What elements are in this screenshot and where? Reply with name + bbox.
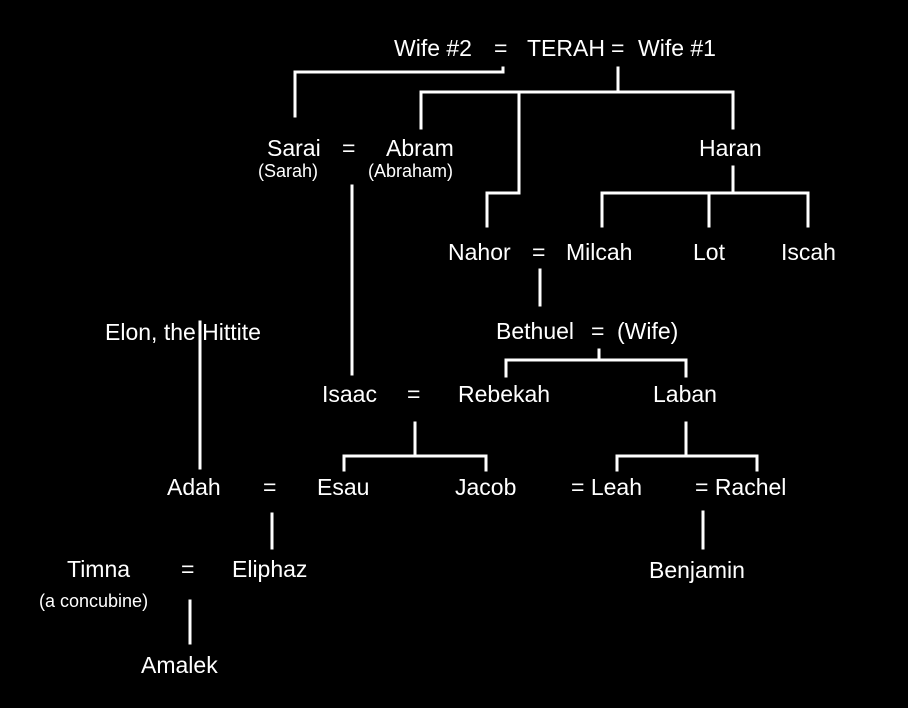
node-sarai: Sarai	[267, 135, 321, 161]
node-esau: Esau	[317, 474, 370, 500]
node-eliphaz: Eliphaz	[232, 556, 308, 582]
marriage-sign: =	[342, 135, 356, 161]
node-bethuel: Bethuel	[496, 318, 575, 344]
node-laban: Laban	[653, 381, 717, 407]
node-benjamin: Benjamin	[649, 557, 745, 583]
node-iscah: Iscah	[781, 239, 836, 265]
node-timna-note: (a concubine)	[39, 591, 149, 611]
node-amalek: Amalek	[141, 652, 218, 678]
marriage-sign: =	[591, 318, 605, 344]
node-abram-alias: (Abraham)	[368, 161, 454, 181]
node-abram: Abram	[386, 135, 454, 161]
node-wife-2: Wife #2	[394, 35, 472, 61]
marriage-sign: =	[263, 474, 277, 500]
node-isaac: Isaac	[322, 381, 377, 407]
node-elon: Elon, the Hittite	[105, 319, 261, 345]
marriage-sign: =	[407, 381, 421, 407]
line-wife2-sarai	[293, 66, 505, 118]
node-milcah: Milcah	[566, 239, 633, 265]
node-jacob: Jacob	[455, 474, 517, 500]
node-sarai-alias: (Sarah)	[258, 161, 319, 181]
node-lot: Lot	[693, 239, 725, 265]
node-leah: = Leah	[571, 474, 642, 500]
node-wife-1: Wife #1	[638, 35, 716, 61]
node-bethuel-wife: (Wife)	[617, 318, 679, 344]
node-nahor: Nahor	[448, 239, 511, 265]
node-adah: Adah	[167, 474, 221, 500]
line-to-nahor	[485, 90, 521, 228]
node-terah: TERAH	[527, 35, 605, 61]
node-rachel: = Rachel	[695, 474, 787, 500]
marriage-sign: =	[494, 35, 508, 61]
node-rebekah: Rebekah	[458, 381, 551, 407]
node-haran: Haran	[699, 135, 762, 161]
marriage-sign: =	[532, 239, 546, 265]
node-timna: Timna	[67, 556, 131, 582]
marriage-sign: =	[181, 556, 195, 582]
marriage-sign: =	[611, 35, 625, 61]
